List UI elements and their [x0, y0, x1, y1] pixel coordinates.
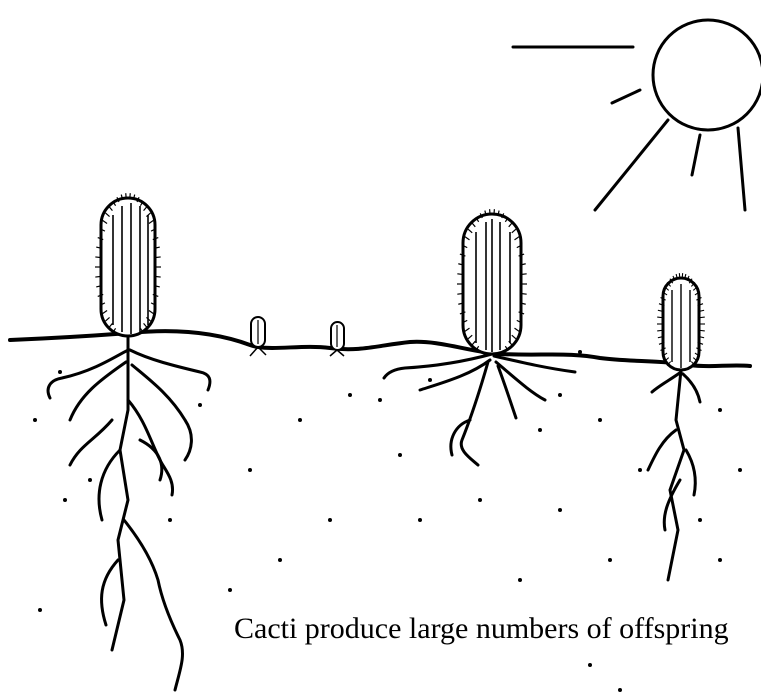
cactus-icon	[648, 273, 705, 580]
caption: Cacti produce large numbers of offspring	[234, 614, 761, 644]
sun-icon	[513, 20, 761, 210]
root-system	[648, 370, 700, 580]
root-system	[48, 336, 210, 690]
root-system	[384, 354, 575, 465]
cactus-icon	[48, 193, 210, 690]
cactus-icon	[384, 209, 575, 465]
cactus-icon	[250, 317, 266, 356]
